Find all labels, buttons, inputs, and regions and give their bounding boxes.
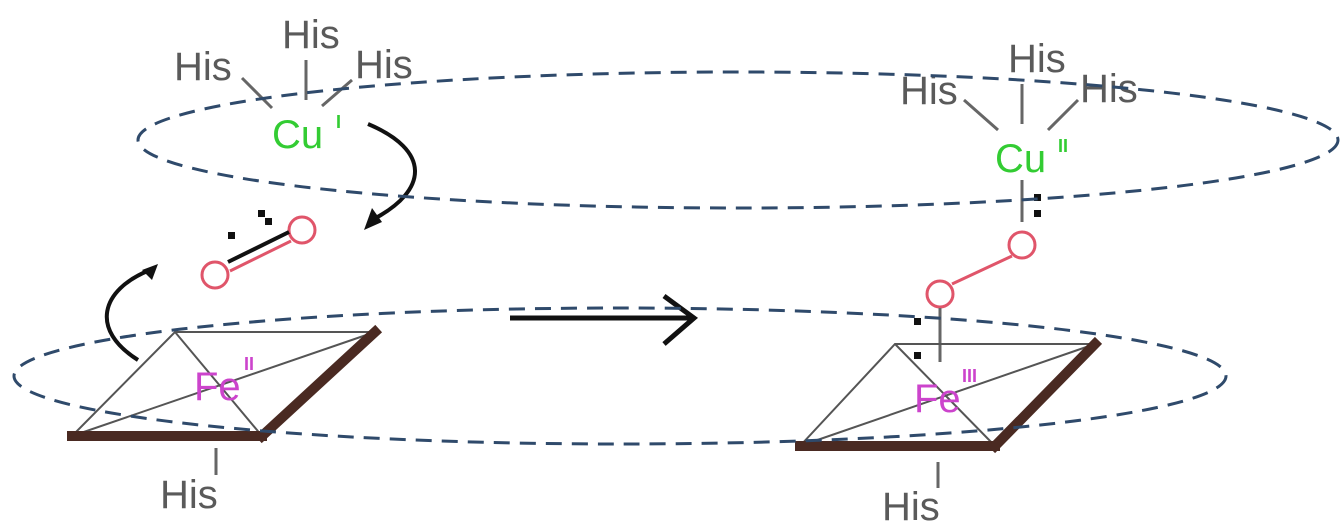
left-o2-bond-2 (229, 239, 292, 273)
right-oxygen-upper (1007, 230, 1037, 260)
right-his-bottom: His (882, 485, 940, 525)
right-cu-oxidation: II (1058, 136, 1068, 156)
left-curved-arrowhead-copper (364, 208, 382, 230)
left-his-upper-middle: His (282, 13, 340, 57)
right-lone-pair-dot (914, 352, 921, 359)
left-heme-plane: Fe II His (67, 324, 383, 517)
right-his-upper-right: His (1080, 67, 1138, 111)
left-heme-edge-right (254, 324, 383, 444)
right-heme-plane: Fe III His (795, 336, 1103, 525)
right-his-upper-middle: His (1008, 37, 1066, 81)
copper-plane-ellipse (136, 70, 1340, 210)
left-cu-label: Cu (272, 113, 323, 157)
left-lone-pair-dot (265, 218, 272, 225)
left-lone-pair-dot (258, 210, 265, 217)
right-lone-pair-dot (1034, 210, 1041, 217)
left-cu-oxidation: I (336, 112, 341, 132)
left-oxygen-lower (200, 260, 230, 290)
reaction-arrow (510, 293, 699, 346)
right-cu-bond-right (1046, 98, 1080, 132)
left-fe-label: Fe (194, 365, 241, 409)
right-cu-label: Cu (995, 137, 1046, 181)
right-fe-oxidation: III (962, 366, 977, 386)
left-curved-arrow-copper (367, 122, 417, 222)
right-peroxo-bridge (914, 230, 1037, 362)
left-o2-bond-1 (227, 230, 290, 264)
right-heme-diagonal (799, 343, 1096, 447)
right-o-o-bond (951, 254, 1013, 286)
left-curved-arrowhead-iron (142, 264, 158, 280)
right-heme-edge-right (987, 336, 1103, 454)
right-oxygen-lower (925, 279, 955, 309)
iron-plane-ellipse (12, 306, 1228, 446)
left-lone-pair-dot (228, 232, 235, 239)
reaction-arrowhead (662, 293, 699, 346)
left-oxygen-upper (287, 215, 317, 245)
right-lone-pair-dot (914, 318, 921, 325)
left-dioxygen (200, 210, 317, 290)
left-fe-oxidation: II (244, 354, 254, 374)
left-copper-site: His His His Cu I (174, 13, 413, 157)
left-his-upper-right: His (355, 43, 413, 87)
right-fe-label: Fe (914, 377, 961, 421)
left-heme-diagonal (174, 331, 263, 437)
left-heme-diagonal (71, 331, 376, 437)
right-cu-bond-left (963, 98, 999, 132)
left-cu-bond-left (240, 76, 274, 110)
left-his-bottom: His (160, 473, 218, 517)
left-cu-bond-right (321, 78, 353, 108)
left-curved-arrow-iron (104, 268, 151, 362)
left-his-upper-left: His (174, 45, 232, 89)
